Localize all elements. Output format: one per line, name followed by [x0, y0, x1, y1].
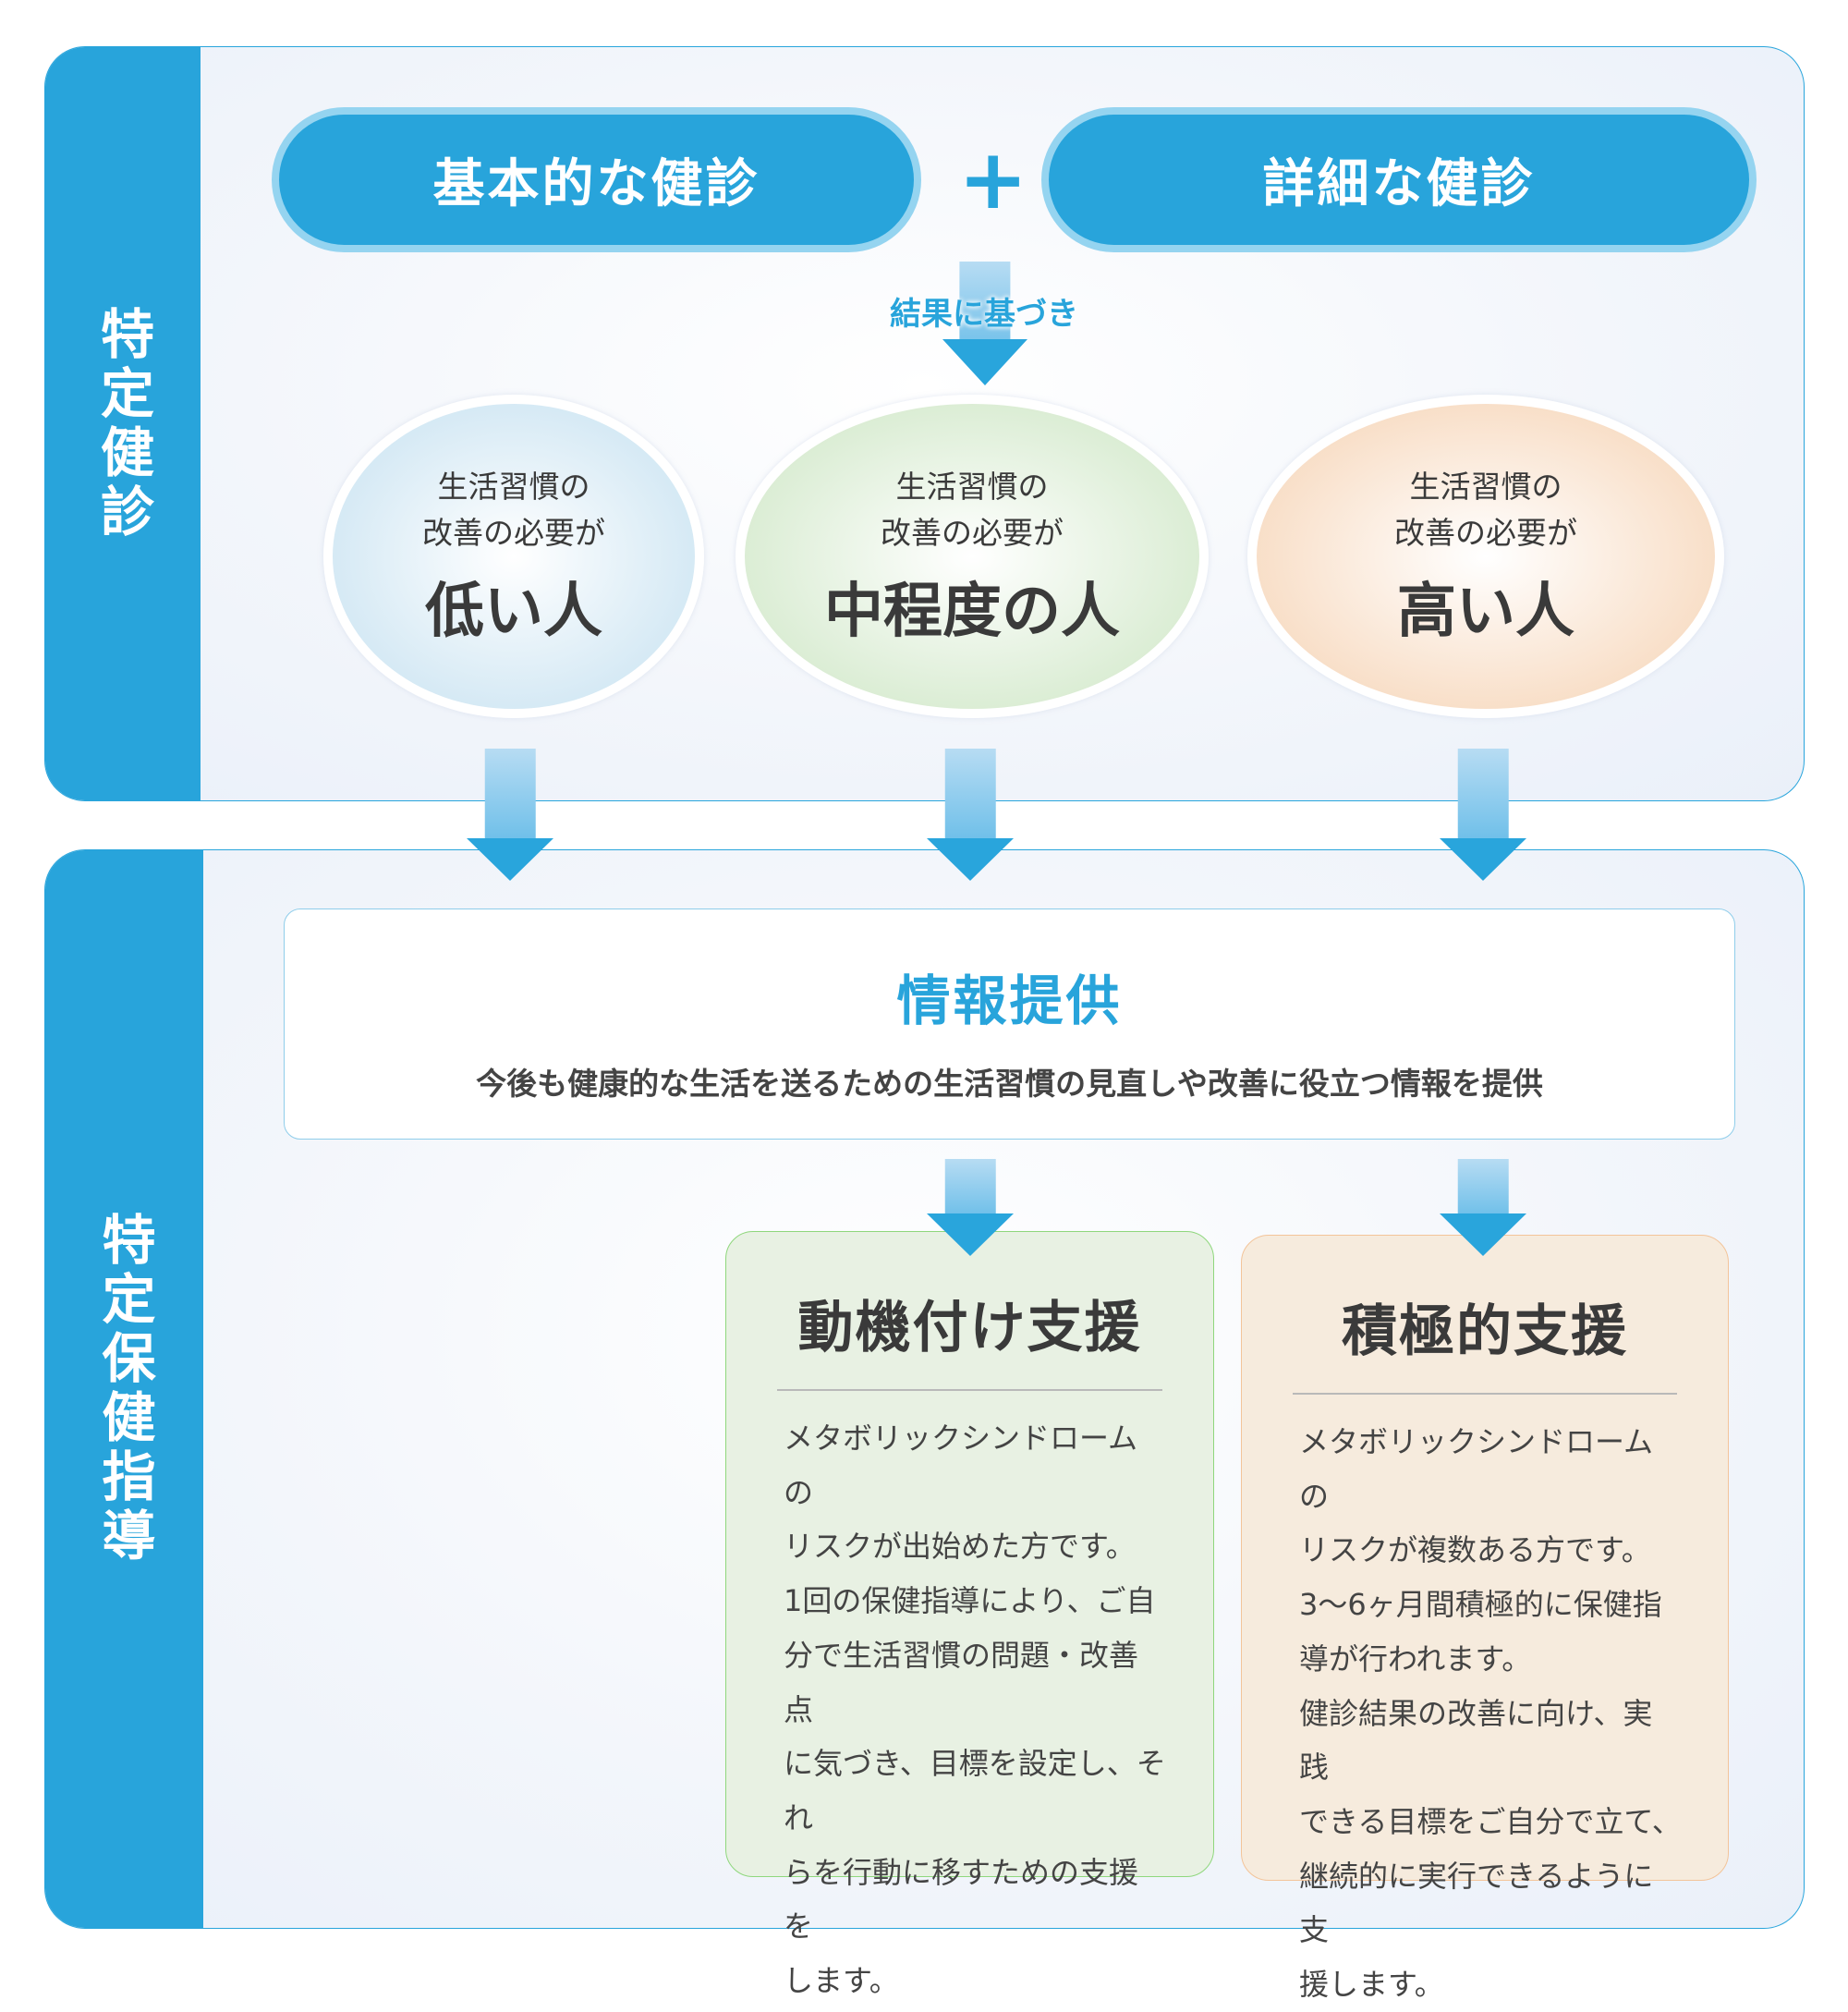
plus-icon: + — [958, 131, 1028, 228]
card-line: メタボリックシンドロームの — [1299, 1424, 1654, 1514]
card-line: 導が行われます。 — [1299, 1640, 1532, 1677]
info-description: 今後も健康的な生活を送るための生活習慣の見直しや改善に役立つ情報を提供 — [476, 1066, 1543, 1102]
card-line: リスクが出始めた方です。 — [784, 1529, 1136, 1565]
group-mid: 生活習慣の 改善の必要が 中程度の人 — [736, 395, 1209, 718]
group-level: 低い人 — [425, 578, 602, 646]
down-arrow-icon — [1440, 1159, 1526, 1256]
down-arrow-icon — [467, 749, 553, 881]
group-level: 中程度の人 — [824, 578, 1120, 646]
detailed-checkup-pill: 詳細な健診 — [1041, 107, 1757, 252]
arrow-label: 結果に基づき — [890, 296, 1078, 333]
divider — [777, 1389, 1162, 1391]
card-line: 健診結果の改善に向け、実践 — [1299, 1695, 1653, 1786]
divider — [1293, 1393, 1677, 1395]
group-high: 生活習慣の 改善の必要が 高い人 — [1247, 395, 1724, 718]
down-arrow-icon — [1440, 749, 1526, 881]
guidance-side-label: 特定保健指導 — [92, 1212, 156, 1567]
down-arrow-icon — [927, 749, 1014, 881]
checkup-side-label: 特定健診 — [91, 305, 154, 543]
card-title: 動機付け支援 — [797, 1296, 1142, 1360]
card-line: 援します。 — [1299, 1967, 1444, 2003]
group-line1: 生活習慣の — [895, 469, 1049, 505]
card-line: に気づき、目標を設定し、それ — [784, 1746, 1166, 1835]
basic-checkup-pill: 基本的な健診 — [272, 107, 921, 252]
card-line: 分で生活習慣の問題・改善点 — [784, 1637, 1139, 1727]
checkup-side-bar: 特定健診 — [45, 47, 201, 800]
guidance-side-bar: 特定保健指導 — [45, 850, 203, 1928]
card-title: 積極的支援 — [1342, 1299, 1628, 1364]
card-line: メタボリックシンドロームの — [784, 1421, 1138, 1510]
card-line: 継続的に実行できるように支 — [1299, 1858, 1654, 1948]
group-line2: 改善の必要が — [1394, 515, 1577, 551]
down-arrow-icon — [927, 1159, 1014, 1256]
group-low: 生活習慣の 改善の必要が 低い人 — [323, 395, 704, 718]
group-level: 高い人 — [1397, 578, 1574, 646]
active-support-card: 積極的支援 メタボリックシンドロームの リスクが複数ある方です。 3～6ヶ月間積… — [1241, 1235, 1729, 2002]
group-line1: 生活習慣の — [437, 469, 590, 505]
card-line: します。 — [784, 1963, 899, 1999]
info-title: 情報提供 — [896, 969, 1123, 1032]
card-line: らを行動に移すための支援を — [784, 1854, 1139, 1945]
card-line: 1回の保健指導により、ご自 — [784, 1583, 1156, 1619]
group-line1: 生活習慣の — [1409, 469, 1562, 505]
card-line: 3～6ヶ月間積極的に保健指 — [1299, 1587, 1662, 1623]
card-line: リスクが複数ある方です。 — [1299, 1532, 1651, 1568]
down-arrow-icon — [942, 262, 1027, 385]
group-line2: 改善の必要が — [422, 515, 605, 551]
motivation-support-card: 動機付け支援 メタボリックシンドロームの リスクが出始めた方です。 1回の保健指… — [725, 1231, 1214, 1998]
info-provision-box: 情報提供 今後も健康的な生活を送るための生活習慣の見直しや改善に役立つ情報を提供 — [284, 908, 1735, 1140]
card-line: できる目標をご自分で立て、 — [1299, 1803, 1682, 1839]
group-line2: 改善の必要が — [881, 515, 1064, 551]
